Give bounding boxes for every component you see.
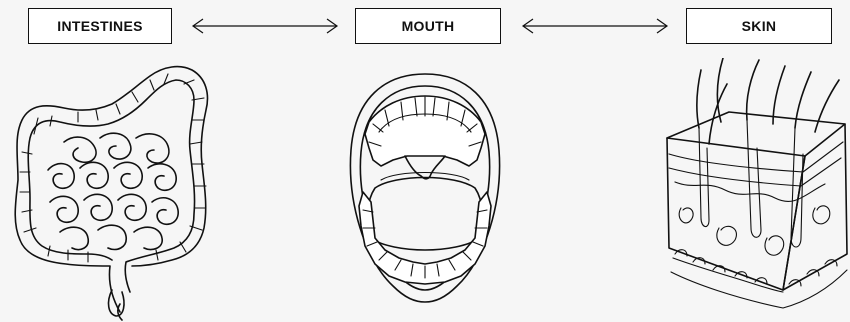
label-mouth: MOUTH [355, 8, 501, 44]
mouth-illustration [345, 70, 505, 306]
double-arrow-icon [190, 16, 340, 36]
skin-illustration [655, 58, 850, 320]
label-skin-text: SKIN [742, 18, 777, 34]
label-intestines: INTESTINES [28, 8, 172, 44]
label-intestines-text: INTESTINES [57, 18, 142, 34]
double-arrow-icon [520, 16, 670, 36]
label-skin: SKIN [686, 8, 832, 44]
intestines-illustration [8, 60, 223, 322]
label-mouth-text: MOUTH [402, 18, 455, 34]
